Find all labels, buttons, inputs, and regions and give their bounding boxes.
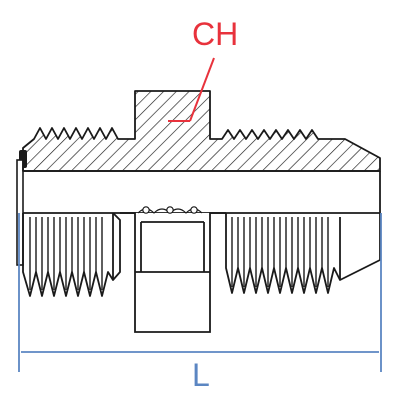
ch-label: CH bbox=[192, 16, 239, 52]
length-label: L bbox=[192, 357, 210, 393]
upper-section-hatched bbox=[22, 90, 381, 172]
ch-callout-leader bbox=[168, 57, 215, 122]
right-thread-exterior bbox=[225, 213, 381, 294]
hex-body-exterior bbox=[120, 206, 226, 333]
length-dimension bbox=[18, 213, 382, 372]
left-thread-exterior bbox=[22, 212, 121, 297]
bore-passage bbox=[23, 170, 381, 214]
